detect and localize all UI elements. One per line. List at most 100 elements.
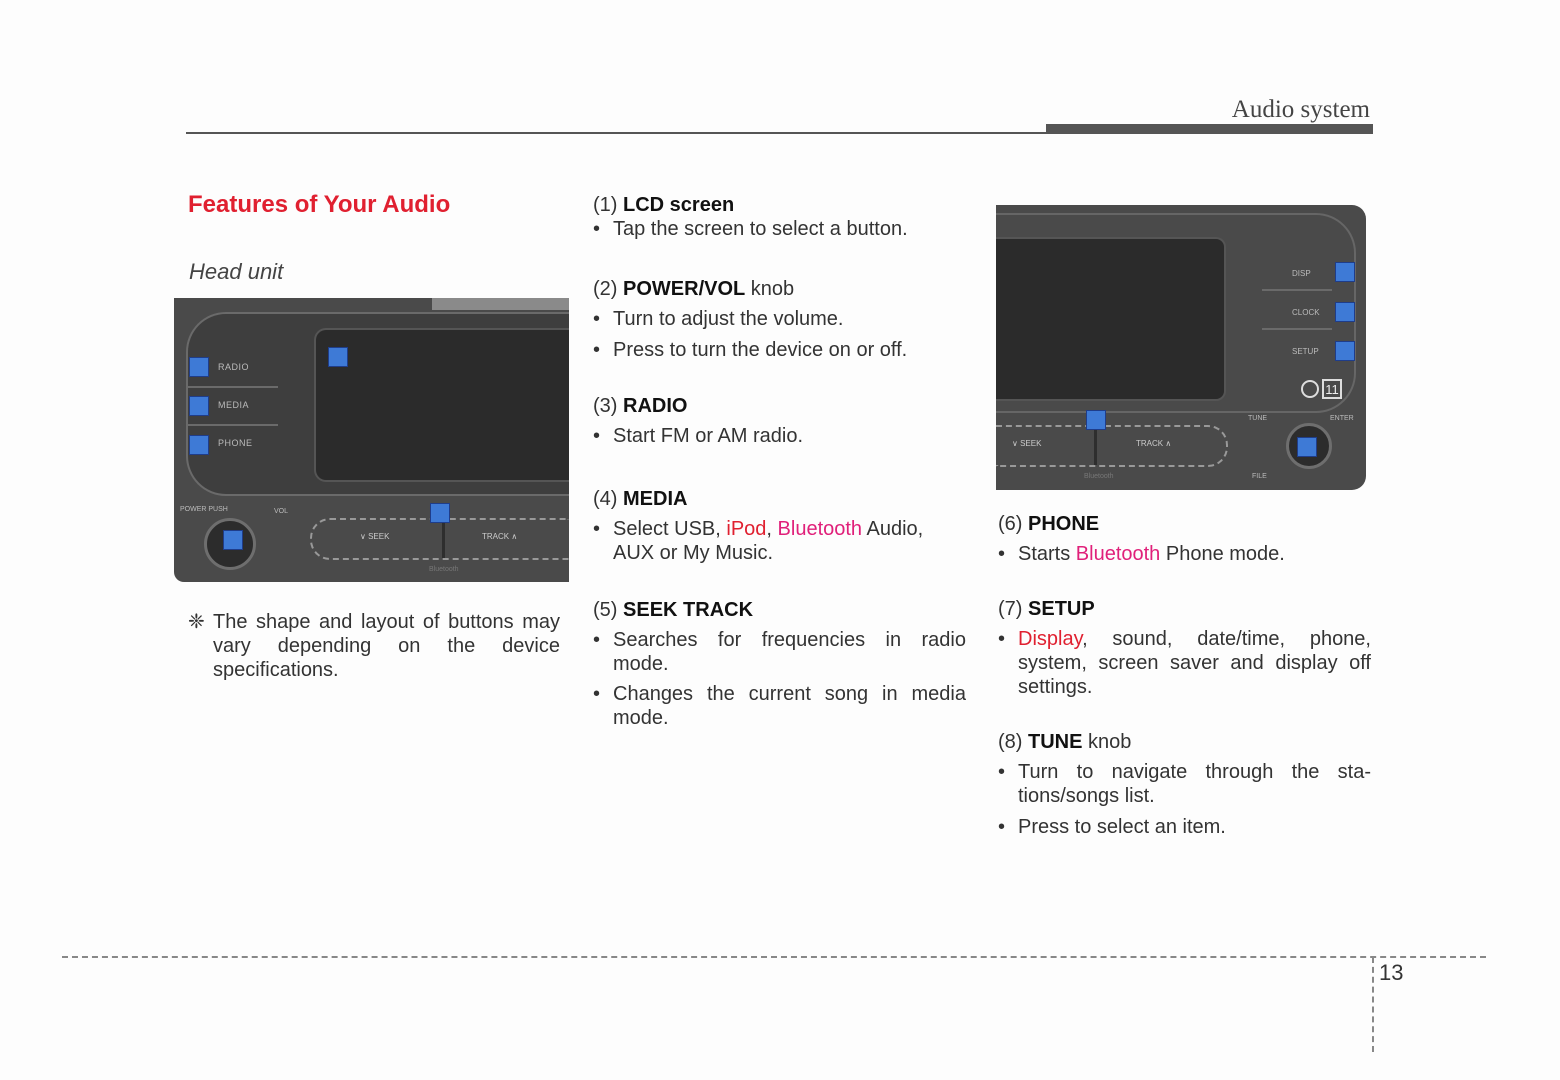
item-name: PHONE (1028, 513, 1100, 535)
bullet-text: Select USB, (613, 518, 727, 540)
item-number: (3) (593, 395, 618, 417)
disp-button-graphic: DISP (1262, 255, 1332, 291)
item-number: (2) (593, 278, 618, 300)
item-phone: (6) PHONE Starts Bluetooth Phone mode. (998, 512, 1371, 566)
callout-ring-icon (1301, 380, 1319, 398)
power-label: POWER PUSH (180, 506, 228, 513)
item-number: (4) (593, 488, 618, 510)
header-rule (186, 132, 1046, 134)
item-suffix: knob (1082, 731, 1132, 753)
head-unit-right-image: DISP CLOCK SETUP 11 TUNE ENTER FILE ∨ SE… (996, 205, 1366, 490)
bullet-text: , (766, 518, 778, 540)
callout-marker-media (189, 396, 209, 416)
enter-label: ENTER (1330, 415, 1354, 422)
bullet-text: Starts (1018, 543, 1076, 565)
item-name: SETUP (1028, 598, 1095, 620)
bullet: Start FM or AM radio. (593, 424, 803, 448)
layout-note: ❈ The shape and layout of buttons may va… (188, 610, 560, 682)
footer-rule (62, 956, 1486, 958)
callout-marker-phone (189, 435, 209, 455)
item-number: (1) (593, 194, 618, 216)
phone-button-graphic: PHONE (188, 426, 278, 462)
callout-marker-power (223, 530, 243, 550)
note-text: The shape and layout of buttons may vary… (213, 611, 560, 681)
radio-button-label: RADIO (218, 362, 250, 372)
item-name: TUNE (1028, 731, 1083, 753)
header-bar (1046, 124, 1373, 134)
track-label: TRACK ∧ (482, 532, 518, 541)
subsection-title: Head unit (189, 259, 284, 284)
callout-marker-lcd (328, 347, 348, 367)
media-button-label: MEDIA (218, 400, 250, 410)
bullet: Display, sound, date/time, phone, system… (998, 627, 1371, 699)
media-button-graphic: MEDIA (188, 388, 278, 426)
head-unit-left-image: RADIO MEDIA PHONE POWER PUSH VOL ∨ SEEK … (174, 298, 569, 582)
item-setup: (7) SETUP Display, sound, date/time, pho… (998, 597, 1371, 699)
bullet: Press to select an item. (998, 815, 1371, 839)
callout-marker-radio (189, 357, 209, 377)
phone-button-label: PHONE (218, 438, 253, 448)
callout-marker-seek (1086, 410, 1106, 430)
bluetooth-term: Bluetooth (1075, 543, 1161, 565)
bullet: Turn to navigate through the sta-tions/s… (998, 760, 1371, 808)
item-name: POWER/VOL (623, 278, 746, 300)
bullet-text: Audio, AUX or My Music. (613, 518, 924, 564)
item-name: SEEK TRACK (623, 599, 754, 621)
bullet: Tap the screen to select a button. (593, 217, 908, 241)
seek-label: ∨ SEEK (1012, 439, 1042, 448)
seek-track-bar: ∨ SEEK TRACK ∧ (310, 518, 569, 560)
seek-track-divider (442, 522, 445, 558)
item-power-vol: (2) POWER/VOL knob Turn to adjust the vo… (593, 277, 966, 362)
callout-marker-clock (1335, 302, 1355, 322)
bullet-text: , sound, date/time, phone, system, scree… (1018, 628, 1371, 698)
bezel-top (432, 298, 569, 310)
bluetooth-label: Bluetooth (429, 566, 459, 573)
item-number: (6) (998, 513, 1023, 535)
bullet: Press to turn the device on or off. (593, 338, 966, 362)
item-lcd: (1) LCD screen Tap the screen to select … (593, 193, 908, 241)
item-media: (4) MEDIA Select USB, iPod, Bluetooth Au… (593, 487, 966, 565)
seek-track-bar: ∨ SEEK TRACK ∧ (996, 425, 1228, 467)
seek-label: ∨ SEEK (360, 532, 390, 541)
bullet-text: Phone mode. (1160, 543, 1285, 565)
setup-button-graphic: SETUP (1262, 333, 1332, 367)
tune-label: TUNE (1248, 415, 1268, 422)
display-term: Display (1018, 628, 1083, 650)
item-number: (7) (998, 598, 1023, 620)
bluetooth-label: Bluetooth (1084, 473, 1114, 480)
section-header: Audio system (1231, 96, 1370, 123)
page-number: 13 (1379, 960, 1404, 985)
item-number: (5) (593, 599, 618, 621)
bluetooth-term: Bluetooth (777, 518, 863, 540)
section-title: Features of Your Audio (188, 191, 451, 218)
bullet: Changes the current song in media mode. (593, 682, 966, 730)
track-label: TRACK ∧ (1136, 439, 1172, 448)
clock-button-label: CLOCK (1292, 308, 1320, 317)
face-panel (996, 213, 1356, 413)
item-tune: (8) TUNE knob Turn to navigate through t… (998, 730, 1371, 839)
footer-divider (1372, 957, 1374, 1052)
item-suffix: knob (745, 278, 795, 300)
note-symbol: ❈ (188, 611, 205, 633)
vol-label: VOL (274, 508, 289, 515)
item-name: LCD screen (623, 194, 735, 216)
item-number: (8) (998, 731, 1023, 753)
bullet: Select USB, iPod, Bluetooth Audio, AUX o… (593, 517, 966, 565)
callout-number: 11 (1322, 379, 1342, 399)
setup-button-label: SETUP (1292, 347, 1319, 356)
bullet: Starts Bluetooth Phone mode. (998, 542, 1371, 566)
item-radio: (3) RADIO Start FM or AM radio. (593, 394, 803, 448)
callout-marker-seek (430, 503, 450, 523)
lcd-screen-graphic (996, 237, 1226, 401)
lcd-screen-graphic (314, 328, 569, 482)
seek-track-divider (1094, 429, 1097, 465)
item-name: MEDIA (623, 488, 688, 510)
callout-marker-disp (1335, 262, 1355, 282)
item-seek-track: (5) SEEK TRACK Searches for frequencies … (593, 598, 966, 730)
callout-marker-setup (1335, 341, 1355, 361)
radio-button-graphic: RADIO (188, 350, 278, 388)
ipod-term: iPod (726, 518, 767, 540)
bullet: Searches for frequencies in radio mode. (593, 628, 966, 676)
bullet: Turn to adjust the volume. (593, 307, 966, 331)
